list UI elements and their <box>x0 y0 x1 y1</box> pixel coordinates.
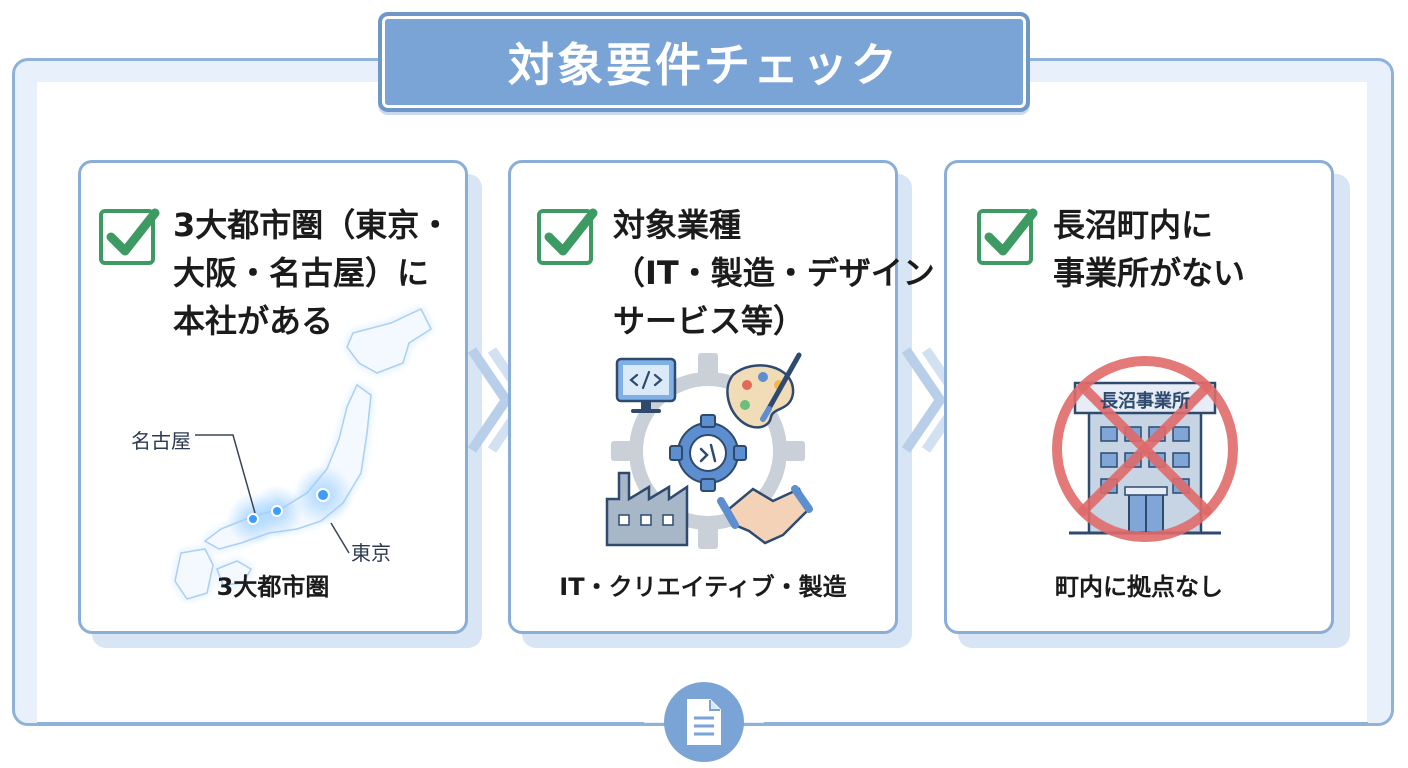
card-caption: 町内に拠点なし <box>1055 573 1223 601</box>
card-title: 対象業種（IT・製造・デザイン・サービス等） <box>613 206 967 340</box>
card-caption: 3大都市圏 <box>216 573 330 601</box>
building-sign: 長沼事業所 <box>1100 391 1190 412</box>
card-caption: IT・クリエイティブ・製造 <box>559 573 847 601</box>
requirement-card-no-office: 長沼町内に事業所がない 長沼事業所 町内に拠点なし <box>944 160 1334 634</box>
checkbox-checked-icon <box>537 208 598 265</box>
card-title: 3大都市圏（東京・大阪・名古屋）に本社がある <box>173 206 452 340</box>
map-label-nagoya: 名古屋 <box>131 429 191 453</box>
document-icon <box>664 682 744 762</box>
card-title: 長沼町内に事業所がない <box>1053 206 1246 292</box>
divider <box>37 722 644 725</box>
checkbox-checked-icon <box>99 208 160 265</box>
page-title: 対象要件チェック <box>508 38 900 92</box>
requirement-card-industry: 対象業種（IT・製造・デザイン・サービス等） <box>508 160 967 634</box>
prohibited-office-icon <box>1052 356 1238 542</box>
map-label-tokyo: 東京 <box>351 541 391 565</box>
japan-map-icon <box>173 307 433 601</box>
checkbox-checked-icon <box>977 208 1038 265</box>
industry-gear-icon <box>605 352 813 549</box>
title-banner: 対象要件チェック <box>378 12 1030 112</box>
divider <box>764 722 1368 725</box>
requirement-card-location: 3大都市圏（東京・大阪・名古屋）に本社がある <box>78 160 468 634</box>
